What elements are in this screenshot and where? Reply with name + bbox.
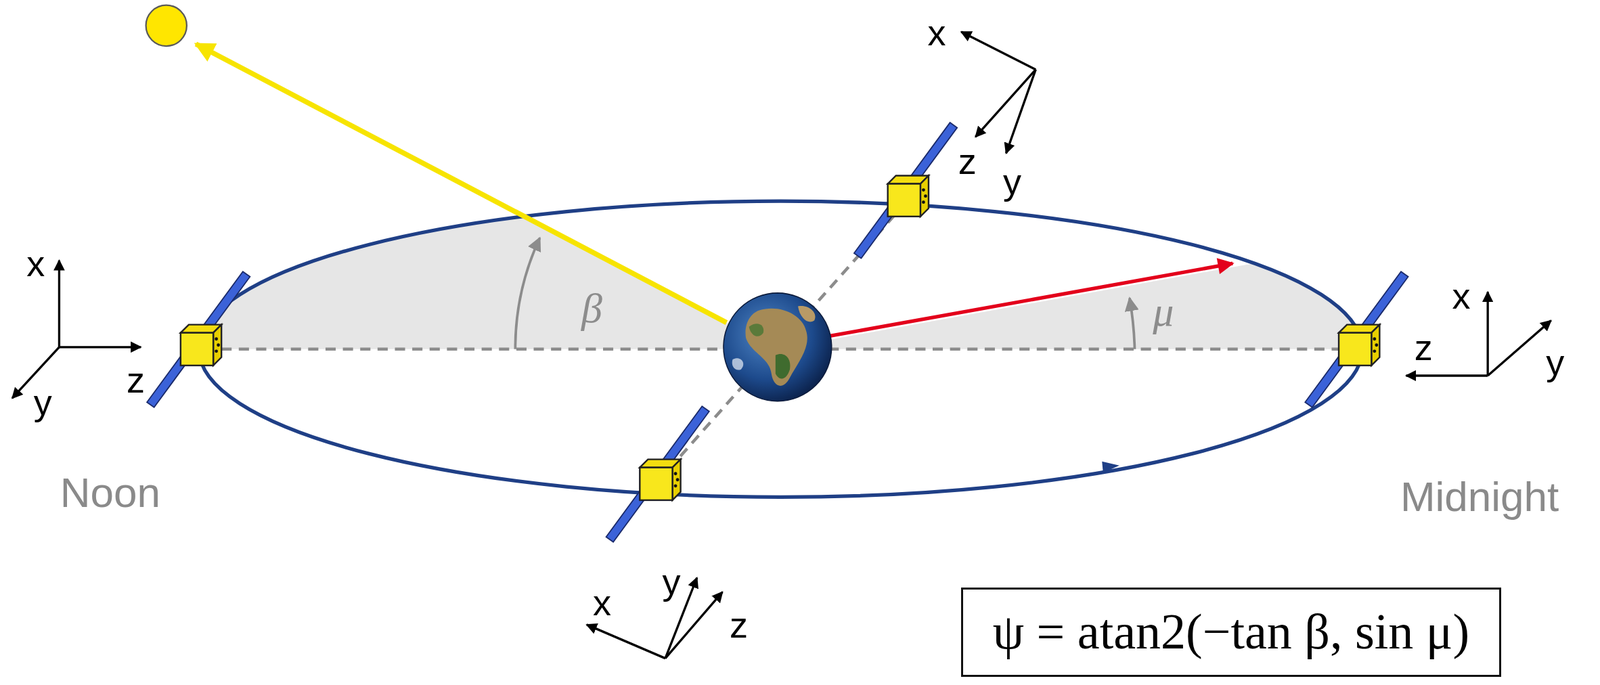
axis-arrow [58, 345, 141, 348]
beta-arc [515, 237, 540, 349]
satellite-midnight [1304, 271, 1408, 408]
beta-sector [152, 21, 778, 350]
angle-label: μ [1152, 290, 1174, 333]
axis-arrow [1487, 320, 1551, 376]
formula-text: ψ = atan2(−tan β, sin μ) [992, 603, 1470, 661]
axis-label: x [1451, 277, 1471, 315]
orbit-ellipse [198, 201, 1363, 497]
axis-label: z [126, 361, 145, 398]
satellite-dawn [606, 406, 710, 543]
sun-vector [195, 43, 727, 323]
axis-label: y [1545, 343, 1565, 381]
axis-arrow [665, 592, 723, 659]
axis-label: y [33, 383, 53, 421]
axis-arrow [586, 624, 666, 659]
axis-arrow [975, 69, 1036, 138]
formula-box: ψ = atan2(−tan β, sin μ) [961, 587, 1502, 677]
axis-label: y [1003, 163, 1022, 200]
orbit-position-label: Midnight [1400, 475, 1559, 518]
axis-label: x [927, 14, 947, 51]
mu-arc [1129, 297, 1136, 349]
axis-label: z [958, 142, 977, 180]
axis-arrow [58, 260, 61, 348]
axis-triads [12, 31, 1552, 659]
axis-arrow [1406, 374, 1489, 377]
satellite-dusk [854, 122, 958, 259]
sun-symbol [146, 5, 187, 47]
axis-arrow [1486, 291, 1489, 376]
axis-label: x [26, 245, 45, 282]
axis-label: y [662, 563, 681, 600]
orbit-position-label: Noon [60, 471, 161, 514]
axis-label: z [729, 606, 748, 643]
satellite-vector [830, 263, 1233, 336]
satellite-noon [146, 271, 250, 408]
axis-label: z [1414, 328, 1433, 366]
axis-label: x [592, 584, 612, 621]
axis-arrow [1006, 69, 1037, 154]
mu-sector [777, 231, 1429, 349]
axis-arrow [961, 31, 1036, 70]
angle-label: β [581, 286, 603, 329]
orbit-direction-arrow [1101, 461, 1120, 474]
earth-globe [723, 293, 832, 402]
